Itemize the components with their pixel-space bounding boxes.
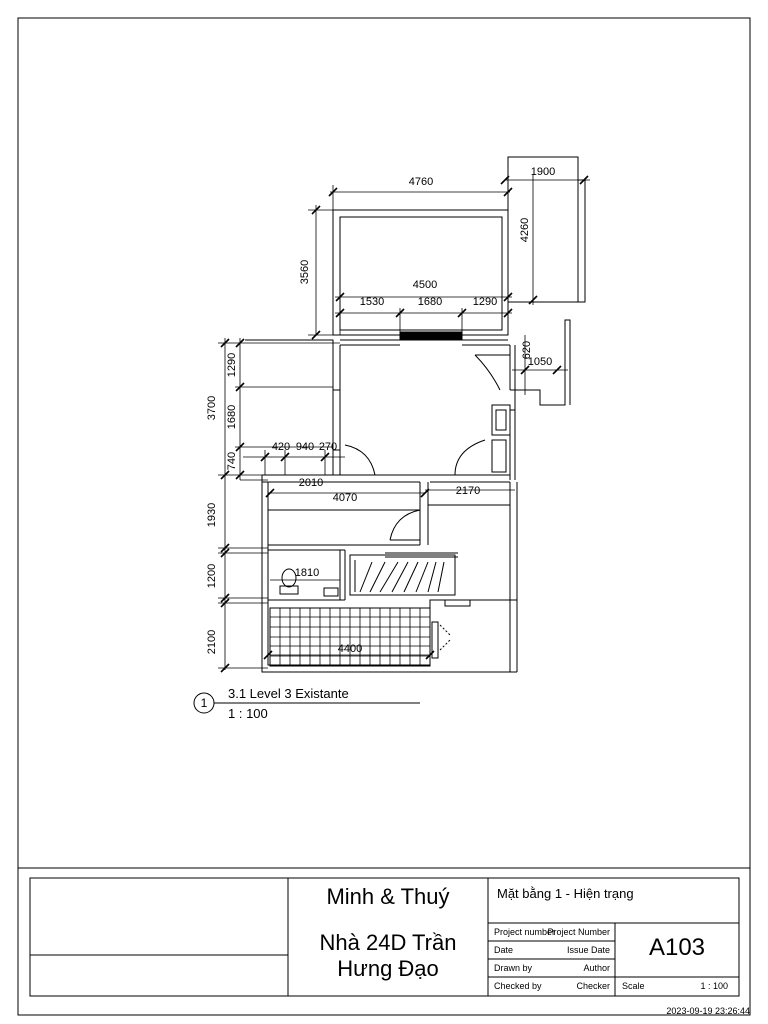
dim-4400: 4400 [338,643,362,655]
row-value-checked-by: Checker [576,981,610,991]
dim-1900: 1900 [531,166,555,178]
dim-3700: 3700 [206,396,218,420]
dim-1810: 1810 [295,567,319,579]
staircase [349,554,456,596]
dim-1050: 1050 [528,356,552,368]
row-label-checked-by: Checked by [494,981,542,991]
dim-420: 420 [272,441,290,453]
project-name: Nhà 24D Trần Hưng Đạo [319,930,457,981]
balcony-outline [507,156,579,303]
dim-4260: 4260 [519,218,531,242]
dimension-lines [218,175,590,670]
dim-1680: 1680 [418,296,442,308]
sheet-number: A103 [648,934,706,961]
left-window [332,389,341,451]
row-label-date: Date [494,945,514,955]
toilet [281,568,297,588]
dim-940: 940 [296,441,314,453]
client-name: Minh & Thuý [326,884,450,909]
view-scale: 1 : 100 [228,706,268,721]
dimension-texts: 4760 1900 4260 3560 4500 1530 1680 1290 … [206,166,555,655]
right-cabinet [491,404,511,436]
dim-270: 270 [319,441,337,453]
scale-value: 1 : 100 [700,981,728,991]
view-name: 3.1 Level 3 Existante [228,686,349,701]
row-value-drawn-by: Author [583,963,610,973]
view-number: 1 [201,696,208,710]
dim-4760: 4760 [409,176,433,188]
sheet-name: Mặt bằng 1 - Hiện trạng [497,886,634,901]
top-room-outline [332,209,509,336]
dim-2170: 2170 [456,485,480,497]
title-block [29,877,740,997]
dim-left-1290: 1290 [226,353,238,377]
top-room-inner [339,216,503,331]
dim-4500: 4500 [413,279,437,291]
dim-1930: 1930 [206,503,218,527]
row-value-date: Issue Date [566,945,610,955]
row-value-project-number: Project Number [547,927,610,937]
floor-plan [218,156,590,673]
balcony-rail [578,179,586,303]
scale-label: Scale [622,981,645,991]
dim-620: 620 [521,341,533,359]
dim-1200: 1200 [206,564,218,588]
dim-740: 740 [226,452,238,470]
view-title: 1 3.1 Level 3 Existante 1 : 100 [193,686,420,721]
dim-1530: 1530 [360,296,384,308]
dim-3560: 3560 [299,260,311,284]
row-label-project-number: Project number [494,927,556,937]
dim-4070: 4070 [333,492,357,504]
row-label-drawn-by: Drawn by [494,963,533,973]
window-top [399,331,463,341]
dim-1290: 1290 [473,296,497,308]
dim-2100: 2100 [206,630,218,654]
dim-left-1680: 1680 [226,405,238,429]
timestamp: 2023-09-19 23:26:44 [666,1006,750,1016]
sheet-border [17,17,751,1016]
dim-2010: 2010 [299,477,323,489]
